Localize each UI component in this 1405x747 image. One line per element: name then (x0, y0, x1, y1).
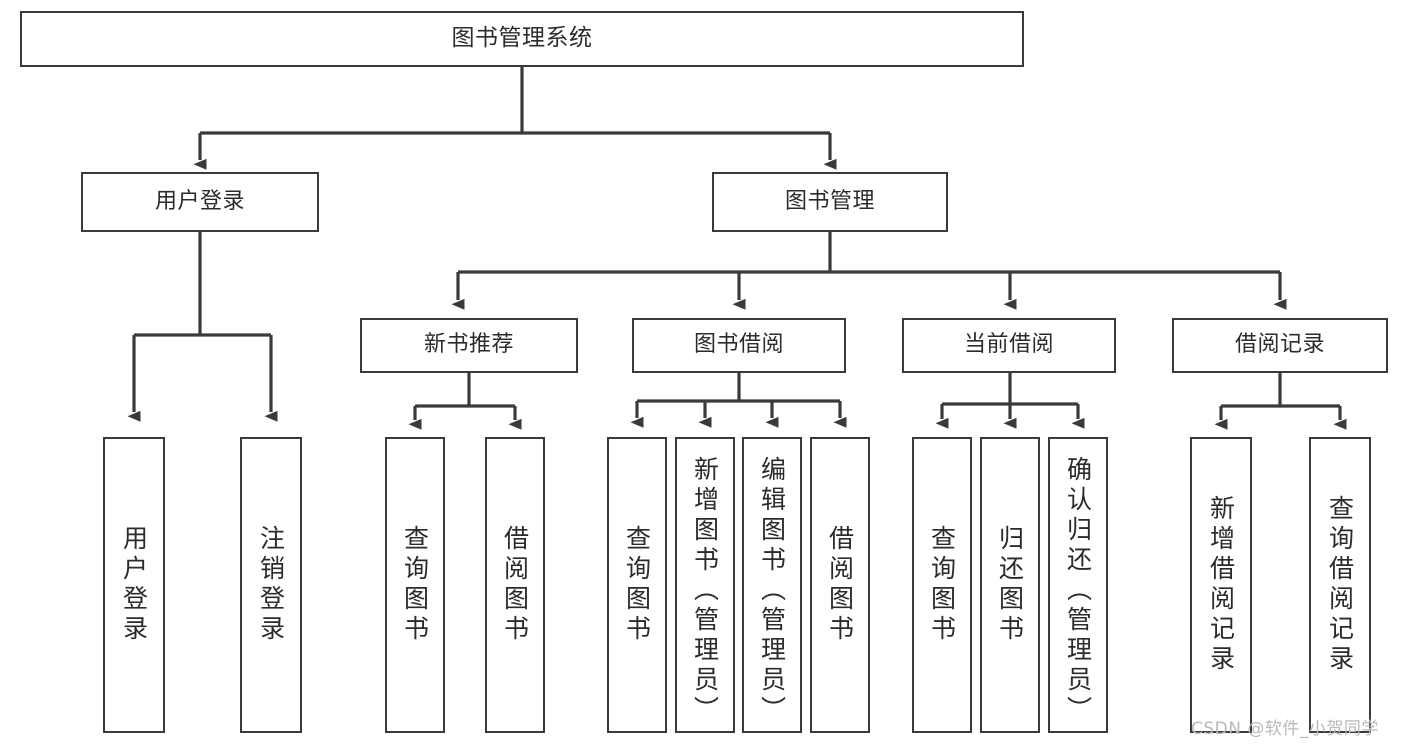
node-label: 注销登录 (256, 525, 286, 645)
csdn-watermark: CSDN @软件_小贺同学 (1191, 719, 1379, 739)
node-label: 查询图书 (622, 525, 652, 645)
node-book-management[interactable]: 图书管理 (712, 172, 948, 232)
node-label: 用户登录 (119, 525, 149, 645)
node-root-system[interactable]: 图书管理系统 (20, 11, 1024, 67)
node-label: 编辑图书（管理员） (757, 456, 787, 726)
leaf-edit-book-admin[interactable]: 编辑图书（管理员） (742, 437, 802, 733)
node-label: 图书借阅 (693, 332, 784, 358)
node-user-login[interactable]: 用户登录 (81, 172, 319, 232)
leaf-confirm-return-admin[interactable]: 确认归还（管理员） (1048, 437, 1108, 733)
node-label: 新增图书（管理员） (690, 456, 720, 726)
node-borrow-record[interactable]: 借阅记录 (1172, 318, 1388, 373)
leaf-query-book-current[interactable]: 查询图书 (912, 437, 972, 733)
node-label: 查询借阅记录 (1325, 495, 1355, 675)
leaf-borrow-book[interactable]: 借阅图书 (810, 437, 870, 733)
node-label: 当前借阅 (963, 332, 1054, 358)
node-label: 新增借阅记录 (1206, 495, 1236, 675)
node-label: 查询图书 (927, 525, 957, 645)
node-label: 借阅图书 (825, 525, 855, 645)
node-current-borrow[interactable]: 当前借阅 (902, 318, 1116, 373)
leaf-logout[interactable]: 注销登录 (240, 437, 302, 733)
leaf-return-book[interactable]: 归还图书 (980, 437, 1040, 733)
node-label: 归还图书 (995, 525, 1025, 645)
leaf-borrow-book-recommend[interactable]: 借阅图书 (485, 437, 545, 733)
leaf-add-book-admin[interactable]: 新增图书（管理员） (675, 437, 735, 733)
node-label: 图书管理系统 (451, 25, 593, 52)
node-label: 借阅图书 (500, 525, 530, 645)
leaf-add-borrow-record[interactable]: 新增借阅记录 (1190, 437, 1252, 733)
leaf-query-book-recommend[interactable]: 查询图书 (385, 437, 445, 733)
node-label: 新书推荐 (423, 332, 514, 358)
node-label: 查询图书 (400, 525, 430, 645)
leaf-user-login[interactable]: 用户登录 (103, 437, 165, 733)
node-new-book-recommend[interactable]: 新书推荐 (360, 318, 578, 373)
node-book-borrow[interactable]: 图书借阅 (632, 318, 846, 373)
leaf-query-book-borrow[interactable]: 查询图书 (607, 437, 667, 733)
leaf-query-borrow-record[interactable]: 查询借阅记录 (1309, 437, 1371, 733)
node-label: 借阅记录 (1234, 332, 1325, 358)
node-label: 确认归还（管理员） (1063, 456, 1093, 726)
node-label: 图书管理 (784, 188, 875, 214)
node-label: 用户登录 (154, 188, 245, 214)
